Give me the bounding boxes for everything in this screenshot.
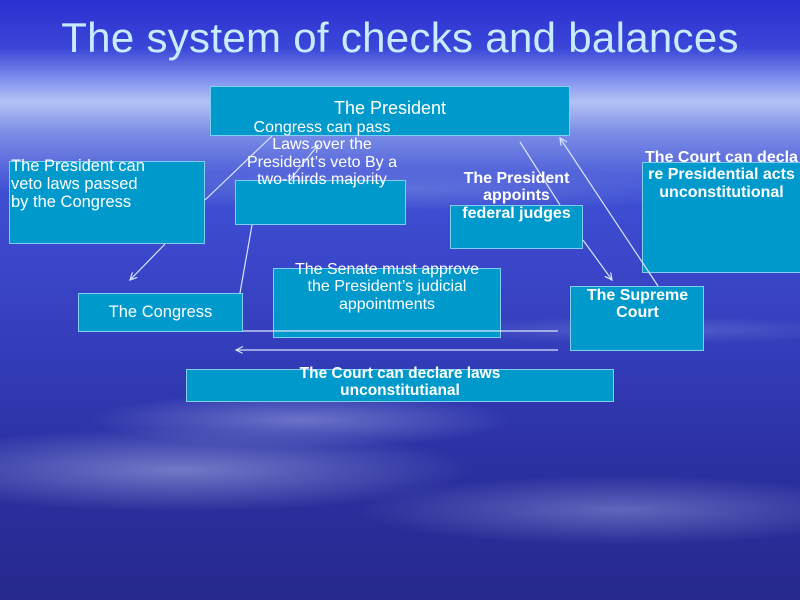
supreme-court-box bbox=[570, 286, 704, 351]
arrow-president-to-appoints bbox=[519, 141, 561, 206]
congress-box bbox=[78, 293, 243, 332]
court-laws-text: The Court can declare laws unconstitutia… bbox=[299, 365, 501, 399]
arrow-congress-to-override bbox=[239, 224, 253, 294]
arrow-veto-to-congress bbox=[130, 243, 166, 280]
page-title: The system of checks and balances bbox=[61, 14, 739, 61]
president-appoints-box bbox=[450, 205, 583, 249]
arrow-court-to-president bbox=[560, 138, 659, 287]
president-box bbox=[210, 86, 570, 136]
senate-approve-box bbox=[273, 268, 501, 338]
arrow-president-to-veto bbox=[204, 135, 273, 201]
supreme-court-label: The Supreme Court bbox=[586, 287, 689, 322]
congress-override-box bbox=[235, 180, 406, 225]
president-veto-box bbox=[9, 161, 205, 244]
president-veto-text: The President can veto laws passed by th… bbox=[11, 157, 145, 211]
court-presidential-text: The Court can declare Presidential acts … bbox=[645, 149, 798, 201]
court-presidential-box bbox=[642, 162, 800, 273]
president-label: The President bbox=[333, 98, 447, 118]
court-laws-box bbox=[186, 369, 614, 402]
president-appoints-text: The President appoints federal judges bbox=[462, 170, 571, 222]
arrow-override-to-president bbox=[289, 145, 318, 181]
senate-approve-text: The Senate must approve the President’s … bbox=[294, 261, 480, 313]
congress-label: The Congress bbox=[108, 303, 213, 321]
arrow-appoints-to-court bbox=[582, 239, 612, 280]
congress-override-text: Congress can pass Laws over the Presiden… bbox=[246, 119, 397, 188]
